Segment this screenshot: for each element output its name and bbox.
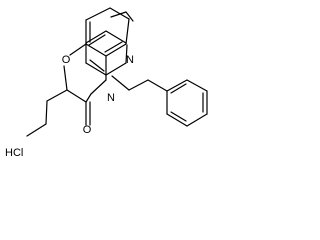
- aromatic-ring-top: [85, 7, 130, 57]
- propyl-chain: [26, 89, 68, 137]
- pyridine-ring: [85, 11, 134, 76]
- atom-nitrogen-lactam: N: [107, 92, 115, 104]
- salt-label: HCl: [5, 147, 23, 159]
- atom-oxygen-ring: O: [62, 54, 71, 66]
- carbonyl-group: [85, 101, 91, 126]
- atom-nitrogen-pyridine: N: [126, 54, 134, 66]
- atom-oxygen-carbonyl: O: [83, 124, 92, 136]
- phenethyl-chain: [111, 75, 168, 92]
- oxazinone-ring: [63, 43, 107, 103]
- phenyl-ring: [166, 79, 208, 127]
- molecule-structure: O N N O HCl: [5, 7, 208, 159]
